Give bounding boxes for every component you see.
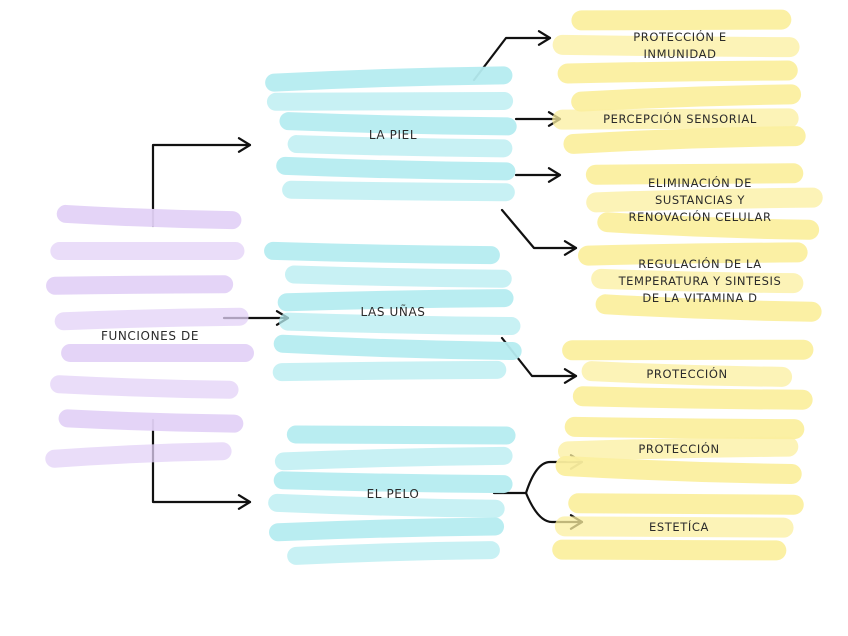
highlight-stroke (581, 361, 793, 387)
leaf-label: PROTECCIÓN (646, 366, 728, 381)
highlight-stroke (278, 312, 521, 336)
leaf-highlight (578, 242, 822, 322)
highlight-stroke (597, 212, 820, 240)
highlight-stroke (586, 187, 823, 213)
branch-label-piel: LA PIEL (368, 128, 418, 142)
highlight-stroke (265, 66, 513, 92)
branch-node-pelo: EL PELO (262, 425, 524, 565)
highlight-stroke (266, 91, 514, 111)
arrowhead (563, 240, 578, 256)
highlight-stroke (562, 339, 814, 361)
highlight-stroke (274, 446, 513, 471)
branch-highlight (264, 241, 522, 382)
leaf-node-pelo-proteccion: PROTECCIÓN (552, 416, 806, 484)
arrowhead (237, 494, 252, 510)
highlight-stroke (273, 334, 522, 361)
arrowhead (537, 30, 552, 46)
highlight-stroke (286, 425, 516, 445)
highlight-stroke (58, 409, 244, 433)
connector-root-piel (151, 143, 252, 228)
highlight-stroke (268, 493, 505, 518)
leaf-highlight (552, 493, 804, 561)
highlight-stroke (56, 204, 242, 230)
connector-piel-regulacion (500, 208, 578, 250)
highlight-stroke (264, 241, 500, 265)
leaf-node-eliminacion: ELIMINACIÓN DE SUSTANCIAS Y RENOVACIÓN C… (574, 163, 826, 240)
highlight-stroke (595, 294, 822, 322)
branch-highlight (268, 425, 516, 565)
highlight-stroke (552, 34, 800, 58)
root-label: FUNCIONES DE (100, 329, 200, 343)
highlight-stroke (563, 126, 806, 154)
highlight-stroke (557, 436, 799, 462)
highlight-stroke (555, 456, 802, 484)
highlight-stroke (46, 275, 234, 295)
highlight-stroke (284, 265, 512, 288)
highlight-stroke (276, 156, 516, 181)
leaf-node-proteccion-inmunidad: PROTECCIÓN E INMUNIDAD (552, 9, 808, 84)
highlight-stroke (277, 289, 514, 312)
branch-label-unas: LAS UÑAS (360, 305, 426, 319)
highlight-stroke (282, 180, 515, 202)
highlight-stroke (554, 516, 794, 538)
root-highlight (45, 204, 255, 468)
leaf-node-unas-proteccion: PROTECCIÓN (560, 339, 814, 410)
leaf-label: PERCEPCIÓN SENSORIAL (603, 111, 757, 126)
leaf-node-percepcion-sensorial: PERCEPCIÓN SENSORIAL (552, 84, 808, 154)
arrowhead (563, 368, 578, 384)
leaf-highlight (552, 84, 806, 154)
highlight-stroke (552, 108, 799, 130)
branch-label-pelo: EL PELO (366, 487, 420, 501)
highlight-stroke (279, 112, 517, 136)
connector-pelo-estetica (524, 491, 584, 524)
highlight-stroke (287, 135, 513, 158)
highlight-stroke (269, 517, 505, 542)
highlight-stroke (585, 163, 804, 185)
connector-piel-proteccion (472, 36, 552, 82)
highlight-stroke (568, 493, 804, 515)
highlight-stroke (578, 242, 808, 266)
branch-node-unas: LAS UÑAS (262, 241, 524, 382)
highlight-stroke (273, 471, 513, 494)
branch-highlight (265, 66, 517, 202)
root-node: FUNCIONES DE (44, 204, 256, 468)
leaf-label: ESTETÍCA (649, 519, 709, 534)
leaf-node-regulacion: REGULACIÓN DE LA TEMPERATURA Y SINTESIS … (574, 242, 826, 322)
highlight-stroke (50, 375, 239, 399)
highlight-stroke (571, 84, 802, 112)
highlight-stroke (591, 268, 804, 294)
arrowhead (237, 137, 252, 153)
leaf-highlight (552, 9, 800, 84)
leaf-highlight (562, 339, 814, 410)
leaf-highlight (585, 163, 823, 240)
highlight-stroke (564, 416, 805, 440)
highlight-stroke (272, 360, 507, 382)
leaf-label: PROTECCIÓN E INMUNIDAD (633, 30, 727, 61)
arrowhead (547, 167, 562, 183)
leaf-node-estetica: ESTETÍCA (552, 493, 806, 561)
leaf-highlight (555, 416, 805, 484)
highlight-stroke (54, 307, 249, 331)
highlight-stroke (572, 386, 813, 410)
highlight-stroke (552, 539, 787, 561)
leaf-label: REGULACIÓN DE LA TEMPERATURA Y SINTESIS … (618, 256, 782, 305)
leaf-label: ELIMINACIÓN DE SUSTANCIAS Y RENOVACIÓN C… (628, 175, 772, 224)
highlight-stroke (557, 60, 798, 84)
highlight-stroke (571, 9, 792, 31)
highlight-stroke (45, 442, 232, 468)
highlight-stroke (287, 541, 500, 565)
branch-node-piel: LA PIEL (262, 66, 524, 202)
leaf-label: PROTECCIÓN (638, 441, 720, 456)
